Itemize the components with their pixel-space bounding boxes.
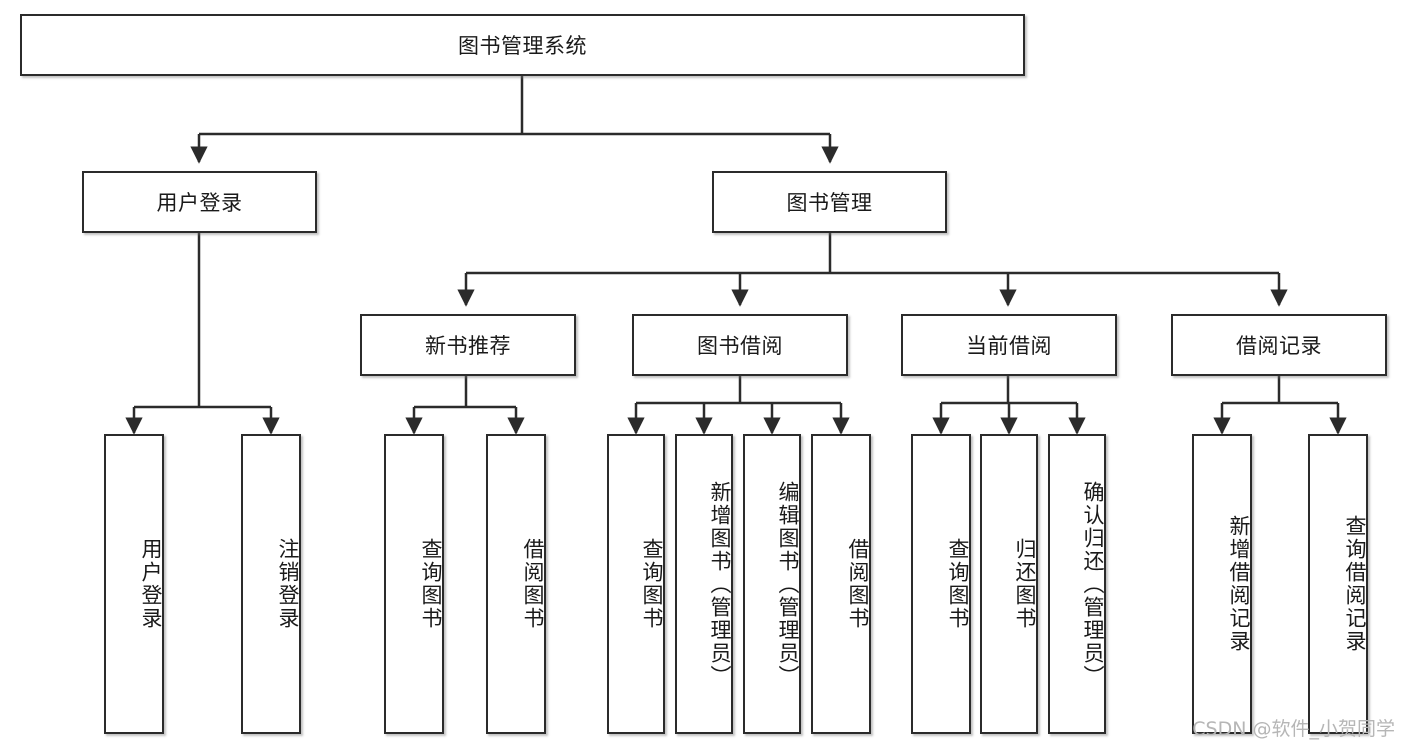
node-leaf-user-logout[interactable]: 注销登录 — [241, 434, 301, 734]
node-leaf-query-book-3[interactable]: 查询图书 — [911, 434, 971, 734]
node-leaf-borrow-book-1[interactable]: 借阅图书 — [486, 434, 546, 734]
node-user-login-label: 用户登录 — [156, 191, 243, 215]
node-leaf-confirm-return-label: 确认归还（管理员） — [1081, 480, 1105, 688]
node-borrow-record[interactable]: 借阅记录 — [1171, 314, 1387, 376]
node-leaf-add-book-label: 新增图书（管理员） — [708, 480, 732, 688]
node-book-borrow-label: 图书借阅 — [697, 334, 783, 358]
node-root-label: 图书管理系统 — [458, 34, 587, 58]
node-leaf-return-book-label: 归还图书 — [1013, 538, 1037, 630]
node-leaf-add-book[interactable]: 新增图书（管理员） — [675, 434, 733, 734]
node-leaf-edit-book[interactable]: 编辑图书（管理员） — [743, 434, 801, 734]
node-leaf-query-book-2[interactable]: 查询图书 — [607, 434, 665, 734]
node-leaf-return-book[interactable]: 归还图书 — [980, 434, 1038, 734]
node-book-management-label: 图书管理 — [786, 191, 873, 215]
node-leaf-borrow-book-2-label: 借阅图书 — [846, 538, 870, 630]
node-leaf-query-book-2-label: 查询图书 — [640, 538, 664, 630]
node-leaf-add-record-label: 新增借阅记录 — [1227, 515, 1251, 653]
node-leaf-query-book-1[interactable]: 查询图书 — [384, 434, 444, 734]
node-leaf-user-login[interactable]: 用户登录 — [104, 434, 164, 734]
node-leaf-confirm-return[interactable]: 确认归还（管理员） — [1048, 434, 1106, 734]
node-book-management[interactable]: 图书管理 — [712, 171, 947, 233]
node-leaf-add-record[interactable]: 新增借阅记录 — [1192, 434, 1252, 734]
node-current-borrow-label: 当前借阅 — [966, 334, 1052, 358]
node-root[interactable]: 图书管理系统 — [20, 14, 1025, 76]
node-user-login[interactable]: 用户登录 — [82, 171, 317, 233]
node-leaf-user-logout-label: 注销登录 — [276, 538, 300, 630]
node-borrow-record-label: 借阅记录 — [1236, 334, 1322, 358]
node-leaf-query-book-1-label: 查询图书 — [419, 538, 443, 630]
node-leaf-edit-book-label: 编辑图书（管理员） — [776, 480, 800, 688]
node-leaf-user-login-label: 用户登录 — [139, 538, 163, 630]
node-leaf-query-record-label: 查询借阅记录 — [1343, 515, 1367, 653]
node-leaf-query-book-3-label: 查询图书 — [946, 538, 970, 630]
node-new-book-recommend-label: 新书推荐 — [425, 334, 511, 358]
node-leaf-borrow-book-2[interactable]: 借阅图书 — [811, 434, 871, 734]
node-leaf-query-record[interactable]: 查询借阅记录 — [1308, 434, 1368, 734]
node-new-book-recommend[interactable]: 新书推荐 — [360, 314, 576, 376]
node-leaf-borrow-book-1-label: 借阅图书 — [521, 538, 545, 630]
node-book-borrow[interactable]: 图书借阅 — [632, 314, 848, 376]
node-current-borrow[interactable]: 当前借阅 — [901, 314, 1117, 376]
